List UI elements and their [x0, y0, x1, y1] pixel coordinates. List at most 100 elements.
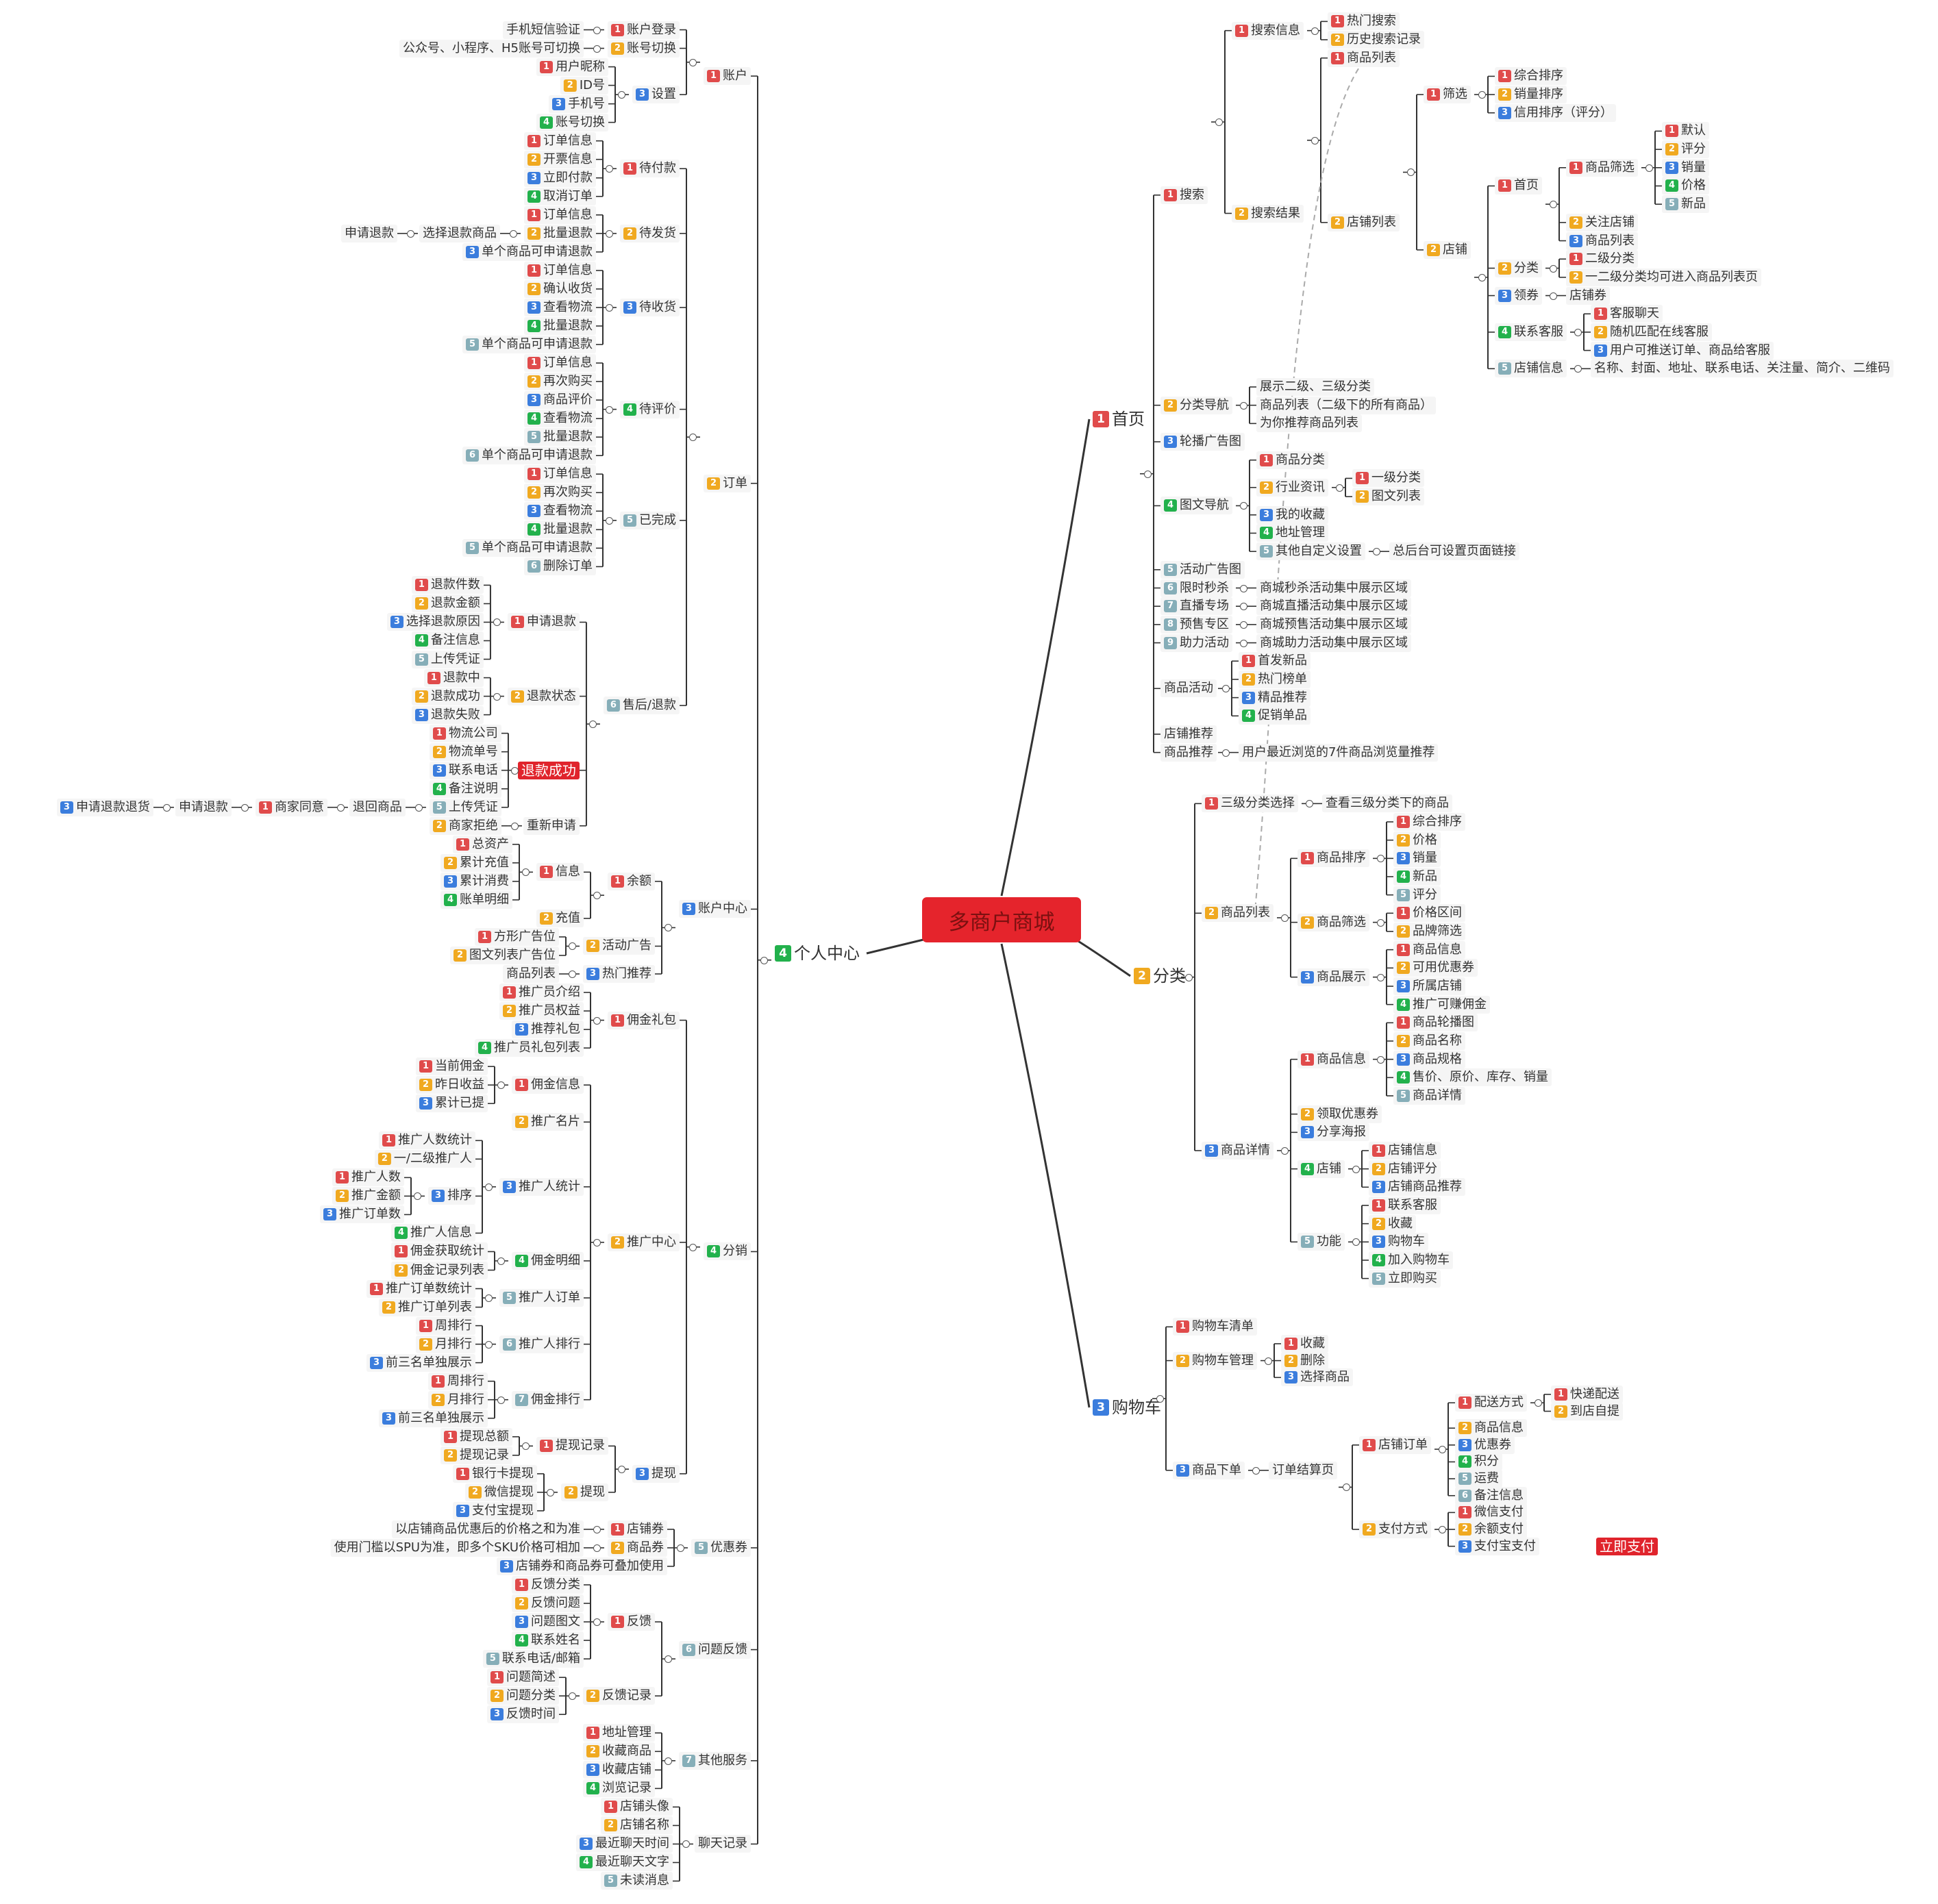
mindmap-node[interactable]: 用户最近浏览的7件商品浏览量推荐: [1238, 743, 1439, 762]
mindmap-node[interactable]: 使用门槛以SPU为准，即多个SKU价格可相加: [330, 1538, 584, 1557]
collapse-toggle[interactable]: [1376, 918, 1384, 927]
mindmap-node[interactable]: 聊天记录: [695, 1835, 751, 1853]
collapse-toggle[interactable]: [606, 229, 613, 238]
collapse-toggle[interactable]: [593, 892, 601, 900]
mindmap-node[interactable]: 申请退款: [175, 798, 232, 816]
collapse-toggle[interactable]: [1549, 292, 1557, 300]
collapse-toggle[interactable]: [1310, 27, 1319, 35]
collapse-toggle[interactable]: [1478, 273, 1486, 281]
collapse-toggle[interactable]: [1549, 201, 1557, 209]
collapse-toggle[interactable]: [682, 1840, 690, 1849]
mindmap-node[interactable]: 商城直播活动集中展示区域: [1256, 597, 1411, 616]
collapse-toggle[interactable]: [1549, 264, 1557, 273]
collapse-toggle[interactable]: [1239, 639, 1247, 647]
collapse-toggle[interactable]: [522, 868, 530, 877]
collapse-toggle[interactable]: [510, 229, 517, 238]
collapse-toggle[interactable]: [606, 405, 613, 414]
collapse-toggle[interactable]: [1574, 328, 1582, 336]
collapse-toggle[interactable]: [1645, 164, 1653, 172]
collapse-toggle[interactable]: [1184, 973, 1193, 981]
collapse-toggle[interactable]: [1252, 1466, 1260, 1475]
collapse-toggle[interactable]: [618, 91, 625, 99]
mindmap-node[interactable]: 名称、封面、地址、联系电话、关注量、简介、二维码: [1590, 360, 1893, 378]
collapse-toggle[interactable]: [1372, 548, 1380, 556]
collapse-toggle[interactable]: [664, 1655, 672, 1664]
collapse-toggle[interactable]: [689, 58, 697, 66]
collapse-toggle[interactable]: [1534, 1399, 1542, 1407]
collapse-toggle[interactable]: [569, 1692, 576, 1701]
collapse-toggle[interactable]: [497, 1257, 505, 1265]
mindmap-node[interactable]: 商品列表（二级下的所有商品）: [1256, 396, 1436, 414]
